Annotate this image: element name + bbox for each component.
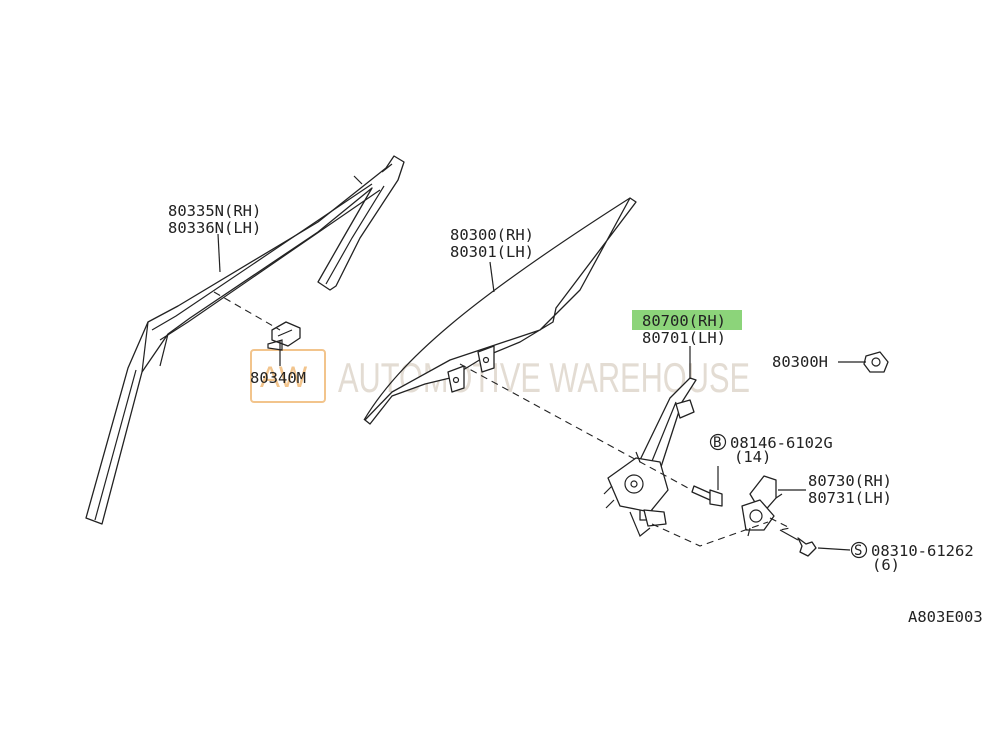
label-80335n-rh: 80335N(RH) xyxy=(168,202,261,220)
label-80700-rh: 80700(RH) xyxy=(642,312,726,330)
label-80301-lh: 80301(LH) xyxy=(450,243,534,261)
diagram-code: A803E003 xyxy=(908,608,983,626)
bolt-callout: B 08146-6102G (14) xyxy=(709,433,833,466)
label-bolt-qty: (14) xyxy=(734,448,771,466)
watermark-logo: AW xyxy=(260,361,308,394)
regulator-motor xyxy=(741,475,783,537)
door-glass xyxy=(363,197,637,425)
window-regulator xyxy=(603,377,697,537)
label-80336n-lh: 80336N(LH) xyxy=(168,219,261,237)
label-08310-61262: 08310-61262 xyxy=(871,542,974,560)
watermark-logo-frame xyxy=(250,349,326,403)
label-80701-lh: 80701(LH) xyxy=(642,329,726,347)
label-80300-rh: 80300(RH) xyxy=(450,226,534,244)
callout-highlight xyxy=(632,310,742,330)
screw-callout: S 08310-61262 (6) xyxy=(850,541,974,574)
assembly-lines xyxy=(213,291,792,547)
leader-lines xyxy=(217,233,866,551)
watermark-text: AUTOMOTIVE WAREHOUSE xyxy=(338,354,750,401)
label-80730-rh: 80730(RH) xyxy=(808,472,892,490)
label-80731-lh: 80731(LH) xyxy=(808,489,892,507)
grommet xyxy=(863,351,889,373)
bolt-symbol: B xyxy=(713,435,721,451)
sash-clip xyxy=(267,321,301,351)
door-sash-run-channel xyxy=(85,155,405,525)
label-80340m: 80340M xyxy=(250,369,306,387)
label-screw-qty: (6) xyxy=(872,556,900,574)
screw-symbol: S xyxy=(854,543,862,559)
bolt xyxy=(691,485,723,507)
screw xyxy=(779,529,817,557)
label-80300h: 80300H xyxy=(772,353,828,371)
label-08146-6102g: 08146-6102G xyxy=(730,434,833,452)
